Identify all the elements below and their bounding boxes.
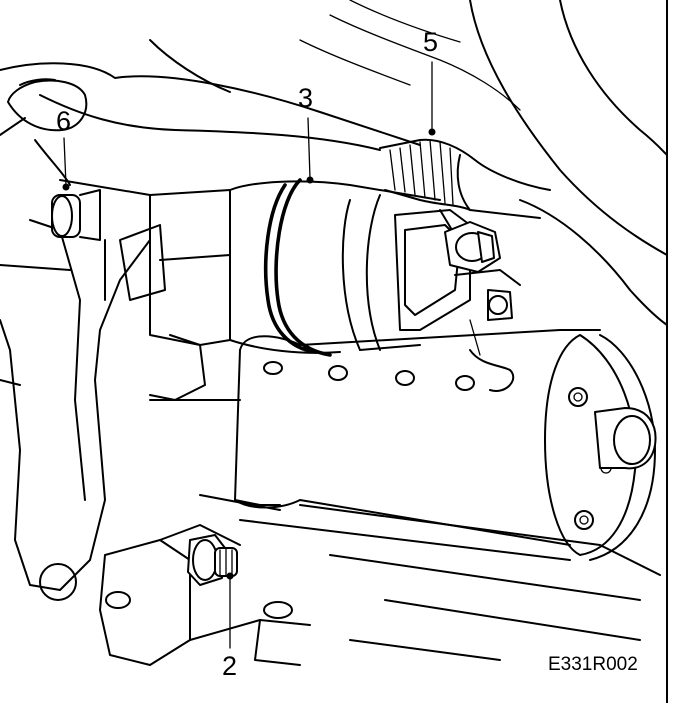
leader-5-dot <box>428 128 436 136</box>
terminal-nut <box>444 221 521 392</box>
bolt-2 <box>187 534 238 586</box>
leader-6 <box>63 137 67 186</box>
leader-lines <box>62 61 436 649</box>
engine-block <box>299 0 668 326</box>
bolt-6 <box>51 189 101 241</box>
leader-2-dot <box>226 572 234 580</box>
leader-3 <box>307 117 311 179</box>
starter-motor-body <box>119 178 657 561</box>
mounting-bracket <box>0 179 151 601</box>
callout-6: 6 <box>56 106 71 136</box>
lower-bracket <box>99 504 661 666</box>
leader-3-dot <box>306 176 314 184</box>
callout-2: 2 <box>222 651 237 681</box>
callout-3: 3 <box>298 83 313 113</box>
callout-5: 5 <box>423 27 438 57</box>
cable-5 <box>379 138 551 236</box>
leader-6-dot <box>62 183 70 191</box>
band-3 <box>274 178 332 357</box>
hose-pipe <box>0 39 421 186</box>
figure-code: E331R002 <box>548 654 638 675</box>
